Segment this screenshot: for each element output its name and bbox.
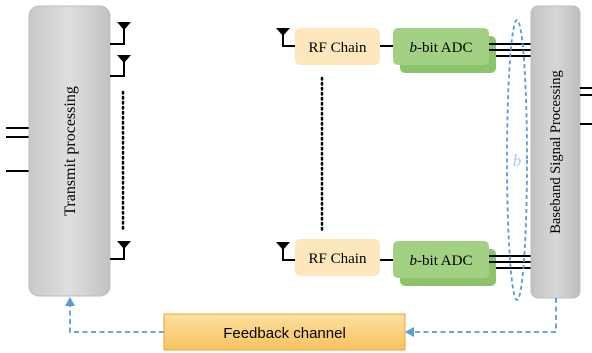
adc-label-1: b-bit ADC — [410, 40, 473, 56]
adc-block-2: b-bit ADC — [393, 241, 496, 286]
feedback-arrows — [69, 298, 557, 333]
transmit-antenna-3 — [110, 241, 131, 260]
adc-box-2 — [393, 241, 489, 278]
feedback-path-left — [69, 306, 164, 333]
bit-bundle-annotation: b — [506, 19, 528, 301]
feedback-arrowhead-left — [65, 297, 75, 306]
rf-chain-2: RF Chain — [295, 239, 380, 276]
adc-label-text-2: -bit ADC — [417, 253, 472, 269]
rf-chain-box-2 — [295, 239, 380, 276]
output-streams — [580, 87, 592, 125]
transmit-processing-box — [28, 5, 111, 297]
feedback-channel-box — [163, 313, 406, 351]
transmit-processing-label: Transmit processing — [62, 86, 79, 216]
transmit-antennas — [110, 22, 131, 260]
baseband-processing-block: Baseband Signal Processing — [530, 5, 581, 299]
rf-chain-box-1 — [295, 28, 380, 65]
adc-label-text-1: -bit ADC — [417, 40, 472, 56]
feedback-channel: Feedback channel — [163, 313, 406, 351]
adc-bit-symbol-1: b — [410, 40, 418, 56]
input-streams — [6, 127, 29, 172]
baseband-processing-label: Baseband Signal Processing — [548, 70, 564, 234]
transmit-processing-block: Transmit processing — [28, 5, 111, 297]
transmit-antenna-1 — [110, 22, 131, 45]
rf-chain-label-2: RF Chain — [309, 251, 367, 267]
transmit-antenna-2 — [110, 55, 131, 77]
receive-antenna-2 — [276, 242, 295, 261]
adc-block-1: b-bit ADC — [393, 28, 496, 73]
feedback-channel-label: Feedback channel — [223, 325, 346, 342]
feedback-path-right — [413, 298, 557, 333]
adc-label-2: b-bit ADC — [410, 253, 473, 269]
bit-bundle-ellipse — [506, 19, 528, 301]
rf-chain-label-1: RF Chain — [309, 40, 367, 56]
receive-antennas — [276, 28, 295, 261]
rf-chain-1: RF Chain — [295, 28, 380, 65]
adc-bit-symbol-2: b — [410, 253, 418, 269]
bit-bundle-label: b — [513, 151, 522, 170]
receive-antenna-1 — [276, 28, 295, 47]
adc-box-1 — [393, 28, 489, 65]
feedback-arrowhead-right — [405, 327, 414, 337]
